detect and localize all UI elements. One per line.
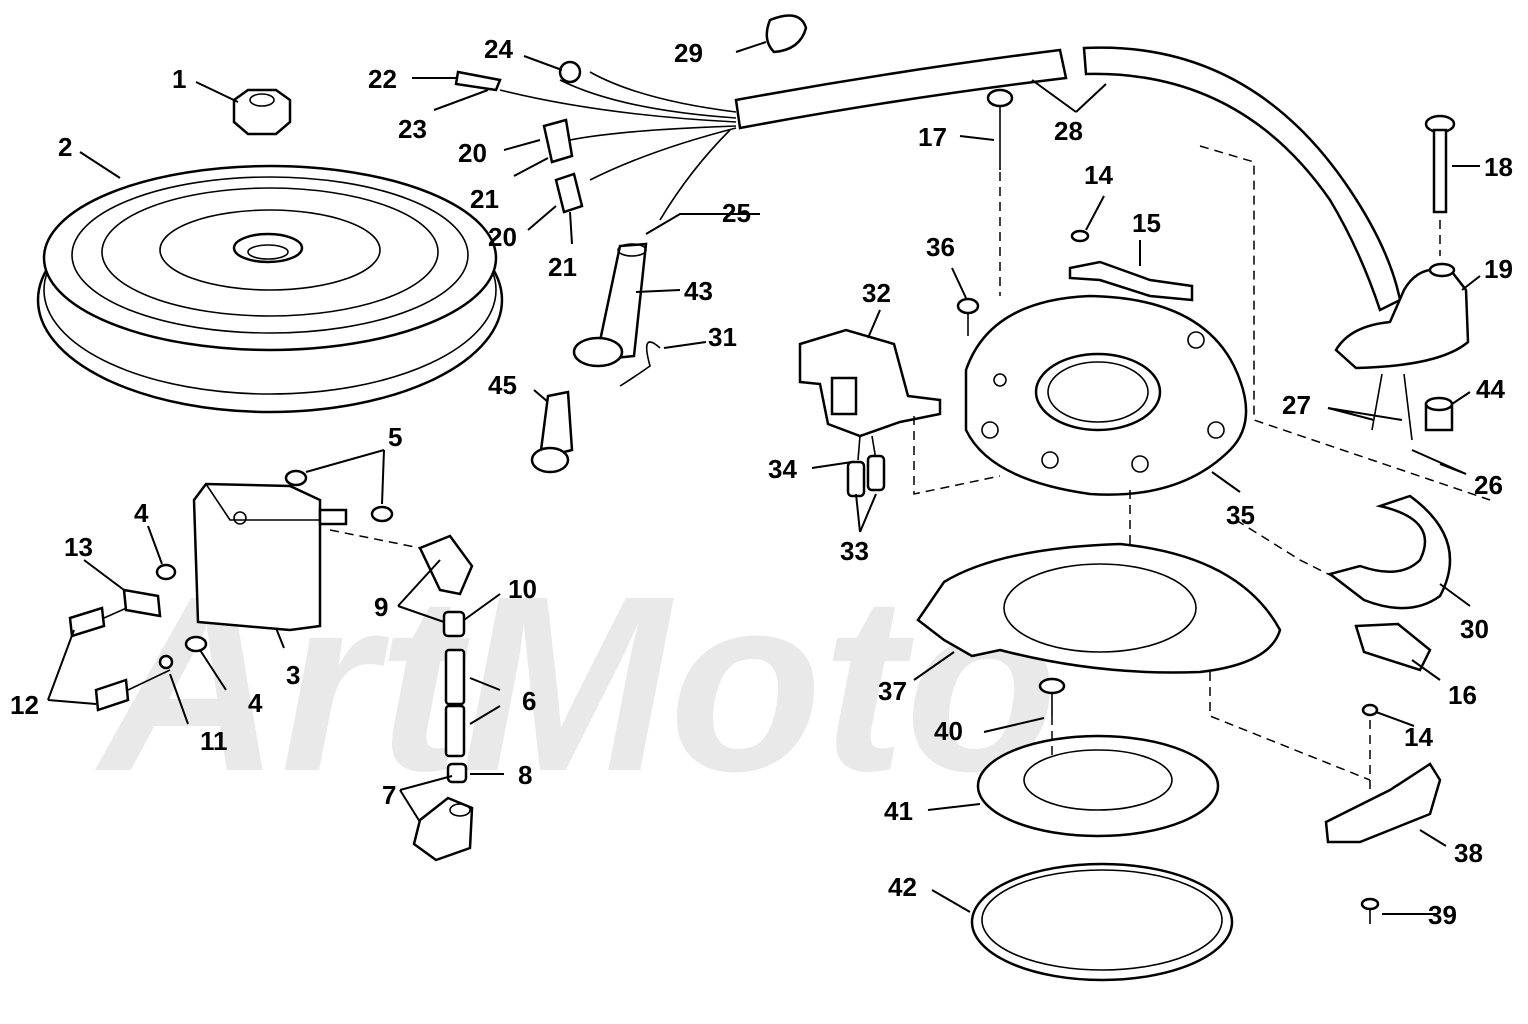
callout-21: 21 <box>548 252 577 282</box>
small-screw <box>1360 897 1380 924</box>
callout-28: 28 <box>1054 116 1083 146</box>
clip <box>1354 622 1432 672</box>
callout-24: 24 <box>484 34 513 64</box>
callout-39: 39 <box>1428 900 1457 930</box>
support-ring <box>976 734 1220 838</box>
callout-38: 38 <box>1454 838 1483 868</box>
ignition-coil <box>192 482 348 632</box>
callout-3: 3 <box>286 660 300 690</box>
callout-32: 32 <box>862 278 891 308</box>
callout-5: 5 <box>388 422 402 452</box>
grommet <box>1424 396 1454 432</box>
callout-44: 44 <box>1476 374 1505 404</box>
capacitor <box>572 242 648 368</box>
callout-17: 17 <box>918 122 947 152</box>
plug-connector <box>530 390 574 474</box>
callout-13: 13 <box>64 532 93 562</box>
callout-37: 37 <box>878 676 907 706</box>
callout-18: 18 <box>1484 152 1513 182</box>
callout-15: 15 <box>1132 208 1161 238</box>
callout-41: 41 <box>884 796 913 826</box>
callout-30: 30 <box>1460 614 1489 644</box>
callout-34: 34 <box>768 454 797 484</box>
callout-20: 20 <box>488 222 517 252</box>
callout-7: 7 <box>382 780 396 810</box>
retainer <box>1327 494 1452 610</box>
flywheel <box>36 164 504 414</box>
spark-plug-boots <box>542 118 584 214</box>
callout-12: 12 <box>10 690 39 720</box>
wire-clamp <box>765 14 808 54</box>
high-tension-lead-parts <box>412 534 474 862</box>
callout-43: 43 <box>684 276 713 306</box>
callout-31: 31 <box>708 322 737 352</box>
ground-wire <box>619 341 661 387</box>
callout-22: 22 <box>368 64 397 94</box>
leader-lines <box>47 41 1481 915</box>
callout-4: 4 <box>134 498 149 528</box>
callout-25: 25 <box>722 198 751 228</box>
alignment-lines <box>329 145 1491 790</box>
callout-27: 27 <box>1282 390 1311 420</box>
long-screw <box>1424 114 1456 214</box>
callout-14: 14 <box>1404 722 1433 752</box>
wire-harness <box>454 46 1402 312</box>
callout-42: 42 <box>888 872 917 902</box>
callout-40: 40 <box>934 716 963 746</box>
callout-16: 16 <box>1448 680 1477 710</box>
callout-10: 10 <box>508 574 537 604</box>
callout-23: 23 <box>398 114 427 144</box>
callout-36: 36 <box>926 232 955 262</box>
ring-screw <box>1038 677 1066 716</box>
counterweight <box>1324 762 1442 844</box>
callout-6: 6 <box>522 686 536 716</box>
callout-45: 45 <box>488 370 517 400</box>
charge-coil <box>798 328 942 498</box>
flywheel-nut <box>232 88 292 136</box>
bracket <box>1068 260 1194 302</box>
washers <box>155 469 394 653</box>
mounting-plate <box>916 542 1282 674</box>
callout-21: 21 <box>470 184 499 214</box>
retaining-ring <box>970 862 1234 982</box>
callout-20: 20 <box>458 138 487 168</box>
callout-33: 33 <box>840 536 869 566</box>
callout-8: 8 <box>518 760 532 790</box>
plate-screws <box>956 88 1379 717</box>
callout-11: 11 <box>200 726 228 756</box>
callout-26: 26 <box>1474 470 1503 500</box>
callout-14: 14 <box>1084 160 1113 190</box>
callout-35: 35 <box>1226 500 1255 530</box>
power-pack-module <box>1334 262 1470 441</box>
callout-2: 2 <box>58 132 72 162</box>
callout-4: 4 <box>248 688 263 718</box>
callout-29: 29 <box>674 38 703 68</box>
callout-9: 9 <box>374 592 388 622</box>
armature-plate <box>964 294 1248 496</box>
callout-1: 1 <box>172 64 186 94</box>
callout-labels: 1 2 3 4 4 5 6 7 8 9 10 11 12 13 14 14 15… <box>10 34 1513 930</box>
callout-19: 19 <box>1484 254 1513 284</box>
coil-screws <box>68 588 174 712</box>
